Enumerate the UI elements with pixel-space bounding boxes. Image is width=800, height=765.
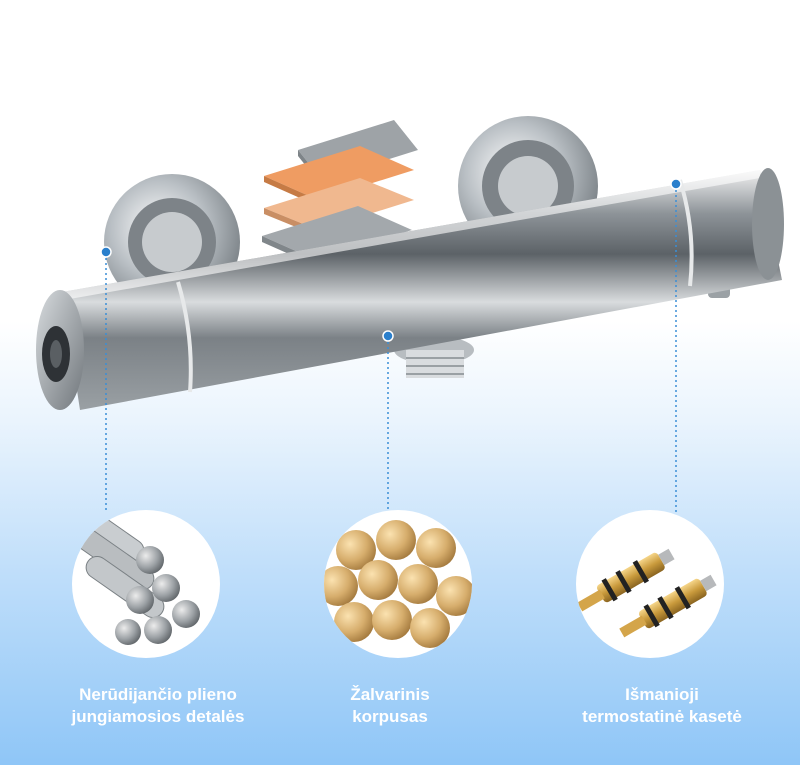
caption-line: Išmanioji — [625, 685, 699, 704]
caption-line: Nerūdijančio plieno — [79, 685, 237, 704]
valve-body — [36, 168, 784, 410]
caption-line: termostatinė kasetė — [582, 707, 742, 726]
brass-rods-icon — [324, 510, 472, 658]
feature-caption-cartridge: Išmanioji termostatinė kasetė — [552, 684, 772, 728]
callout-leaders — [100, 178, 682, 512]
caption-line: Žalvarinis — [350, 685, 430, 704]
feature-caption-brass: Žalvarinis korpusas — [280, 684, 500, 728]
steel-rods-icon — [72, 510, 220, 658]
feature-caption-steel: Nerūdijančio plieno jungiamosios detalės — [48, 684, 268, 728]
caption-line: korpusas — [352, 707, 428, 726]
caption-line: jungiamosios detalės — [71, 707, 245, 726]
wall-flange-left — [104, 174, 240, 310]
material-layers — [262, 120, 418, 266]
thermostatic-cartridge-icon — [576, 510, 724, 658]
